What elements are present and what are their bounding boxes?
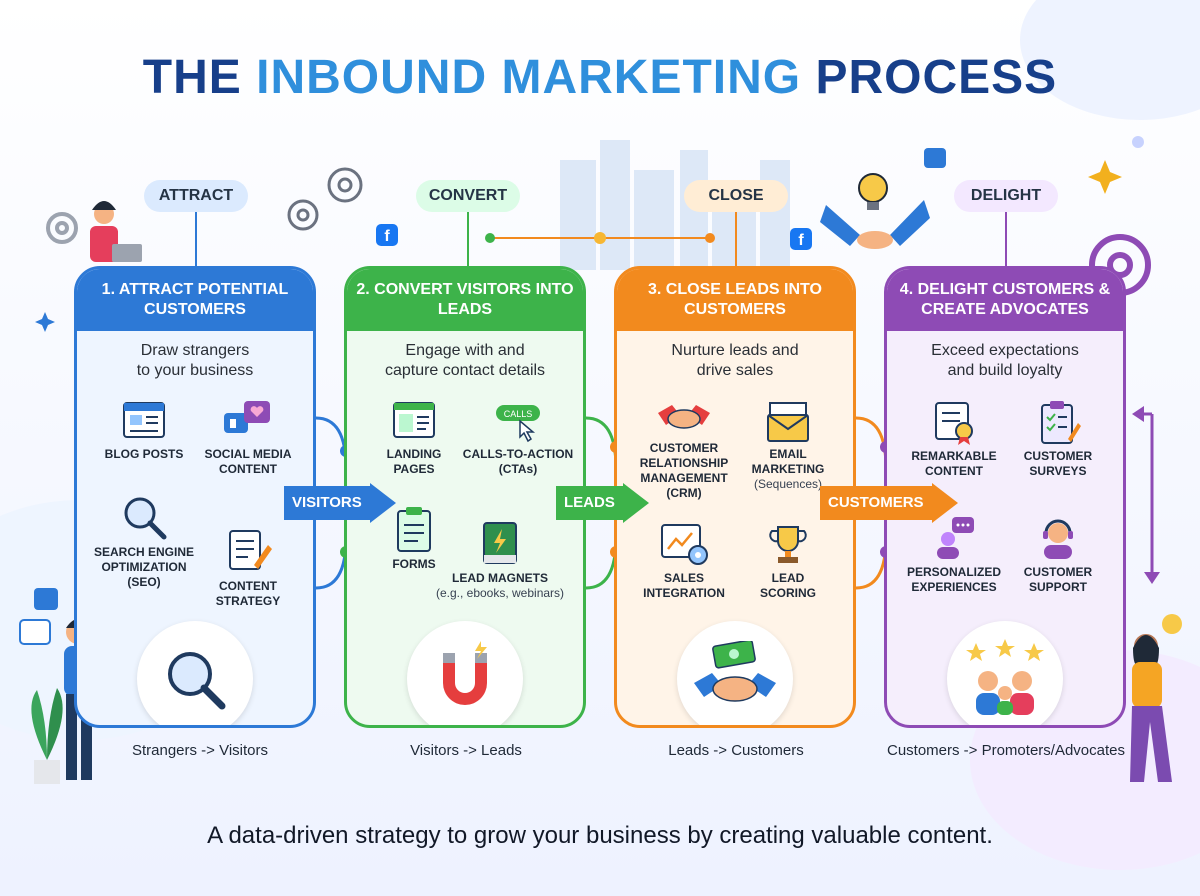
title-highlight: INBOUND MARKETING: [256, 51, 802, 104]
stage-heading: 2. CONVERT VISITORS INTO LEADS: [347, 269, 583, 331]
magnifier-icon: [168, 652, 226, 710]
facebook-icon: [790, 228, 812, 250]
email-icon: [767, 402, 809, 442]
item-ctas: CALLS CALLS-TO-ACTION (CTAs): [459, 399, 577, 477]
page-title: THE INBOUND MARKETING PROCESS: [0, 50, 1200, 105]
magnifier-icon: [124, 497, 167, 540]
stage-footer-close: Leads -> Customers: [668, 742, 804, 759]
facebook-icon: [376, 224, 398, 246]
stage-footer-convert: Visitors -> Leads: [410, 742, 522, 759]
stage-card-delight: 4. DELIGHT CUSTOMERS & CREATE ADVOCATES …: [884, 266, 1126, 728]
stage-subtitle: Engage with and capture contact details: [384, 342, 546, 379]
cta-button-icon: CALLS: [496, 405, 540, 443]
pill-convert: CONVERT: [416, 180, 520, 212]
stage-circle: [677, 621, 793, 725]
form-clipboard-icon: [397, 507, 431, 552]
item-seo: SEARCH ENGINE OPTIMIZATION (SEO): [85, 493, 203, 590]
title-part-3: PROCESS: [801, 51, 1058, 104]
item-email-marketing: EMAIL MARKETING (Sequences): [729, 399, 847, 492]
stage-footer-attract: Strangers -> Visitors: [131, 742, 269, 759]
survey-clipboard-icon: [1041, 401, 1081, 444]
item-personalized-experiences: PERSONALIZED EXPERIENCES: [895, 515, 1013, 595]
item-sales-integration: SALES INTEGRATION: [625, 521, 743, 601]
item-landing-pages: LANDING PAGES: [355, 399, 473, 477]
item-social-media: SOCIAL MEDIA CONTENT: [189, 399, 307, 477]
document-pen-icon: [229, 530, 272, 570]
stage-heading: 3. CLOSE LEADS INTO CUSTOMERS: [617, 269, 853, 331]
money-handshake-icon: [694, 641, 776, 702]
blog-icon: [123, 402, 165, 438]
item-content-strategy: CONTENT STRATEGY: [189, 527, 307, 609]
svg-text:f: f: [384, 228, 390, 245]
stage-card-attract: 1. ATTRACT POTENTIAL CUSTOMERS Draw stra…: [74, 266, 316, 728]
item-crm: CUSTOMER RELATIONSHIP MANAGEMENT (CRM): [625, 399, 743, 501]
item-blog-posts: BLOG POSTS: [85, 399, 203, 462]
item-remarkable-content: REMARKABLE CONTENT: [895, 399, 1013, 479]
happy-family-icon: [966, 639, 1044, 715]
title-part-1: THE: [142, 51, 257, 104]
item-customer-surveys: CUSTOMER SURVEYS: [999, 399, 1117, 479]
item-lead-magnets: LEAD MAGNETS (e.g., ebooks, webinars): [425, 519, 575, 601]
item-lead-scoring: LEAD SCORING: [729, 521, 847, 601]
handshake-icon: [658, 405, 710, 429]
item-forms: FORMS: [355, 505, 473, 572]
flow-arrow-customers: CUSTOMERS: [820, 483, 958, 523]
stage-heading: 1. ATTRACT POTENTIAL CUSTOMERS: [77, 269, 313, 331]
sales-chart-icon: [661, 524, 708, 565]
flow-arrow-leads: LEADS: [556, 483, 649, 523]
magnet-icon: [443, 641, 487, 705]
stage-heading: 4. DELIGHT CUSTOMERS & CREATE ADVOCATES: [887, 269, 1123, 331]
stage-card-close: 3. CLOSE LEADS INTO CUSTOMERS Nurture le…: [614, 266, 856, 728]
stage-circle: [947, 621, 1063, 725]
pill-delight: DELIGHT: [954, 180, 1058, 212]
social-media-icon: [224, 401, 270, 433]
like-icon: [924, 148, 946, 168]
person-laptop-illustration: [90, 201, 142, 262]
handshake-arm-right: [890, 200, 930, 246]
gear-icon: [46, 212, 78, 244]
stage-circle: [407, 621, 523, 725]
cta-badge-text: CALLS: [504, 409, 533, 419]
stage-footer-delight: Customers -> Promoters/Advocates: [886, 742, 1125, 759]
flow-arrow-visitors: VISITORS: [284, 483, 396, 523]
stage-subtitle: Exceed expectations and build loyalty: [931, 342, 1079, 379]
tagline: A data-driven strategy to grow your busi…: [207, 822, 993, 849]
pill-attract: ATTRACT: [144, 180, 248, 212]
item-customer-support: CUSTOMER SUPPORT: [999, 515, 1117, 595]
skyline-decoration: [560, 140, 790, 270]
lightbulb-icon: [858, 173, 888, 210]
trophy-icon: [769, 526, 807, 563]
stage-subtitle: Draw strangers to your business: [136, 342, 254, 379]
landing-page-icon: [393, 402, 435, 438]
content-award-icon: [935, 402, 973, 445]
handshake-arm-left: [820, 205, 860, 246]
stage-circle: [137, 621, 253, 725]
headset-icon: [1043, 519, 1073, 559]
pill-close: CLOSE: [684, 180, 788, 212]
gear-icon: [287, 167, 363, 231]
svg-text:f: f: [798, 232, 804, 249]
ebook-icon: [483, 522, 517, 564]
stage-subtitle: Nurture leads and drive sales: [671, 342, 799, 379]
